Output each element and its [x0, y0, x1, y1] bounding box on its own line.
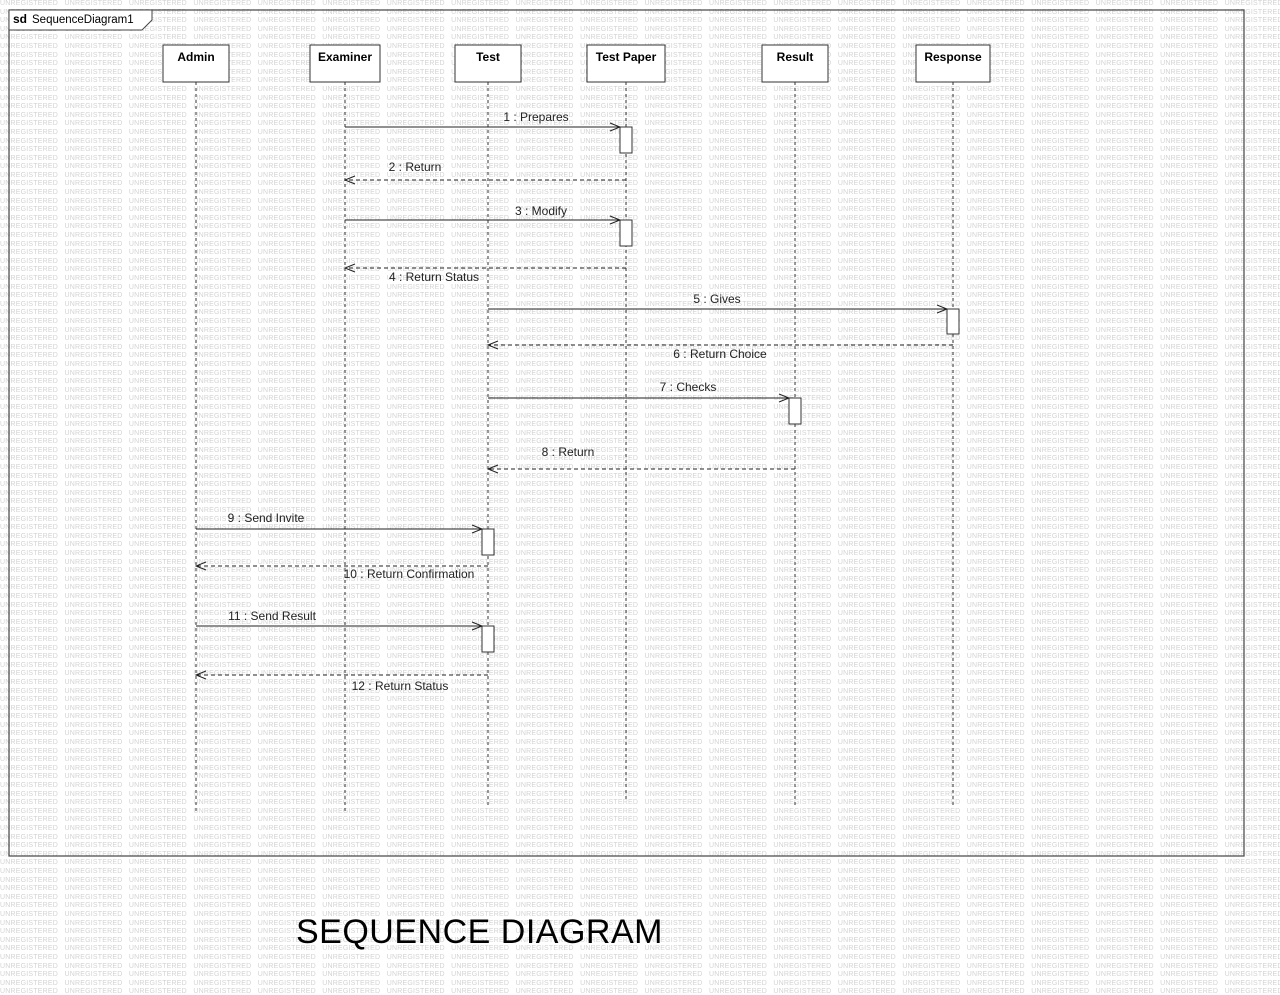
lifeline-box	[309, 44, 381, 83]
lifeline-box	[761, 44, 829, 83]
lifeline-result: Result	[761, 44, 829, 805]
message-7: 7 : Checks	[488, 380, 789, 398]
message-label: 5 : Gives	[693, 292, 740, 306]
activation-bar	[619, 219, 633, 247]
activation-bar	[619, 126, 633, 154]
message-12: 12 : Return Status	[196, 675, 488, 693]
message-9: 9 : Send Invite	[196, 511, 482, 529]
message-label: 1 : Prepares	[503, 110, 568, 124]
message-2: 2 : Return	[345, 160, 626, 180]
message-label: 11 : Send Result	[228, 609, 316, 623]
message-label: 8 : Return	[542, 445, 595, 459]
sd-frame-keyword: sd	[13, 12, 27, 26]
lifeline-name: Result	[777, 50, 814, 64]
lifeline-box	[454, 44, 522, 83]
message-label: 9 : Send Invite	[228, 511, 305, 525]
lifeline-name: Admin	[177, 50, 214, 64]
message-label: 3 : Modify	[515, 204, 567, 218]
message-1: 1 : Prepares	[345, 110, 620, 127]
activation-bar	[481, 528, 495, 556]
diagram-caption: SEQUENCE DIAGRAM	[296, 913, 663, 951]
lifeline-name: Test Paper	[596, 50, 657, 64]
lifeline-response: Response	[915, 44, 991, 805]
message-4: 4 : Return Status	[345, 268, 626, 284]
lifeline-examiner: Examiner	[309, 44, 381, 812]
message-8: 8 : Return	[488, 445, 795, 469]
sd-frame	[8, 9, 1245, 857]
message-6: 6 : Return Choice	[488, 345, 953, 361]
message-label: 6 : Return Choice	[673, 347, 767, 361]
message-label: 10 : Return Confirmation	[344, 567, 475, 581]
lifeline-test: Test	[454, 44, 522, 805]
activation-bar	[946, 308, 960, 335]
lifeline-box	[586, 44, 666, 83]
message-label: 4 : Return Status	[389, 270, 479, 284]
lifeline-admin: Admin	[162, 44, 230, 812]
lifeline-testpaper: Test Paper	[586, 44, 666, 800]
activation-bar	[481, 625, 495, 653]
lifeline-box	[162, 44, 230, 83]
message-3: 3 : Modify	[345, 204, 620, 220]
lifeline-name: Response	[924, 50, 982, 64]
message-5: 5 : Gives	[488, 292, 947, 309]
message-label: 2 : Return	[389, 160, 442, 174]
sd-frame-name: SequenceDiagram1	[32, 14, 134, 26]
message-10: 10 : Return Confirmation	[196, 566, 488, 581]
activation-bar	[788, 397, 802, 425]
lifeline-name: Examiner	[318, 50, 372, 64]
message-11: 11 : Send Result	[196, 609, 482, 626]
lifeline-name: Test	[476, 50, 500, 64]
message-label: 7 : Checks	[660, 380, 717, 394]
sd-frame-tab	[8, 9, 153, 31]
message-label: 12 : Return Status	[352, 679, 449, 693]
